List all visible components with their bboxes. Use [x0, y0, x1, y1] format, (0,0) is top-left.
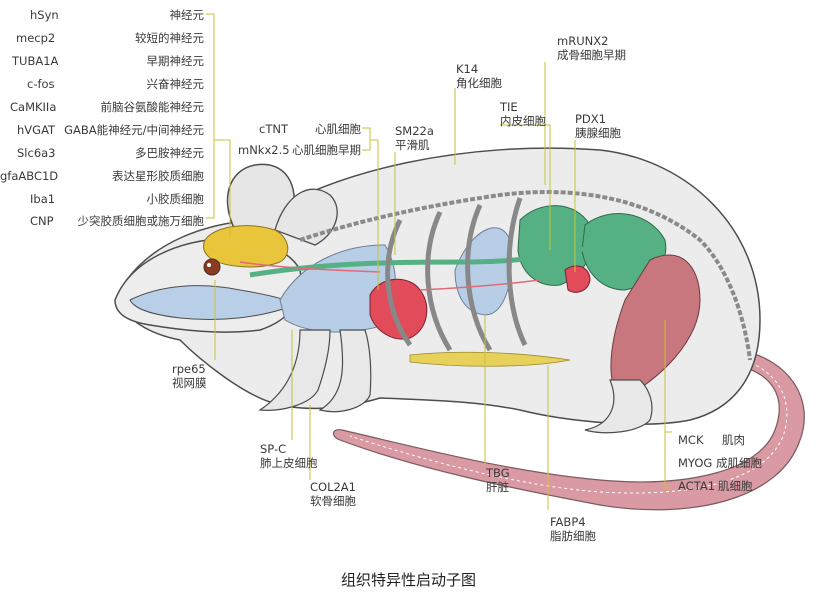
label-k14: K14 角化细胞 — [456, 62, 502, 90]
muscle-cell-label: 肌肉 — [722, 433, 745, 447]
heart-gene-label: mNkx2.5 — [238, 143, 290, 157]
label-spc: SP-C 肺上皮细胞 — [260, 442, 318, 470]
hind-limb-muscle — [610, 254, 701, 401]
gene-name: SM22a — [395, 124, 434, 138]
cell-type: 角化细胞 — [456, 76, 502, 90]
brain-cell-label: 早期神经元 — [146, 54, 205, 68]
brain-cell-label: 小胶质细胞 — [146, 192, 205, 206]
heart-leader — [370, 139, 379, 290]
eye — [203, 258, 221, 276]
gene-name: SP-C — [260, 442, 287, 456]
brain-bracket — [206, 13, 215, 219]
muscle-bracket — [664, 431, 672, 489]
tie-leader — [500, 124, 551, 250]
hind-leg — [584, 379, 653, 434]
label-sm22a: SM22a 平滑肌 — [395, 124, 434, 152]
brain-cell-label: 较短的神经元 — [135, 31, 204, 45]
label-fabp4: FABP4 脂肪细胞 — [550, 515, 596, 543]
gene-name: FABP4 — [550, 515, 586, 529]
brain-gene-label: c-fos — [27, 77, 55, 91]
brain-gene-label: mecp2 — [16, 31, 56, 45]
rib — [385, 218, 413, 347]
gene-name: TIE — [500, 100, 518, 114]
figure-caption: 组织特异性启动子图 — [340, 571, 476, 589]
cell-type: 成骨细胞早期 — [557, 48, 626, 62]
tail-center-line — [349, 357, 788, 494]
brain-gene-label: hSyn — [30, 8, 59, 22]
cell-type: 肝脏 — [486, 480, 509, 494]
heart-cell-label: 心肌细胞 — [315, 122, 361, 136]
muscle-cell-label: 肌细胞 — [718, 479, 753, 493]
brain-leader — [213, 120, 231, 238]
gene-name: TBG — [486, 466, 510, 480]
tail — [332, 349, 805, 511]
gene-name: PDX1 — [575, 112, 606, 126]
rib — [506, 197, 528, 347]
brain-cell-label: 兴奋神经元 — [146, 77, 205, 91]
rib — [465, 203, 493, 352]
label-tbg: TBG 肝脏 — [486, 466, 510, 494]
muscle-gene-label: ACTA1 — [678, 479, 716, 493]
muscle-gene-label: MYOG — [678, 456, 713, 470]
gene-name: COL2A1 — [310, 480, 356, 494]
muscle-gene-label: MCK — [678, 433, 704, 447]
vessel-green — [249, 242, 601, 278]
gene-name: K14 — [456, 62, 479, 76]
eye-highlight — [207, 263, 211, 267]
cell-type: 胰腺细胞 — [575, 126, 621, 140]
label-tie: TIE 内皮细胞 — [500, 100, 546, 128]
brain-gene-label: hVGAT — [17, 123, 56, 137]
cell-type: 平滑肌 — [395, 138, 430, 152]
brain-cell-label: 前脑谷氨酸能神经元 — [100, 100, 205, 114]
brain-cell-label: GABA能神经元/中间神经元 — [64, 123, 204, 137]
pancreas — [564, 265, 591, 293]
brain-gene-label: Iba1 — [30, 192, 56, 206]
cell-type: 肺上皮细胞 — [260, 456, 318, 470]
cell-type: 脂肪细胞 — [550, 529, 596, 543]
brain-gene-label: TUBA1A — [12, 54, 59, 68]
label-col2a1: COL2A1 软骨细胞 — [310, 480, 356, 508]
heart — [369, 278, 428, 340]
brain-gene-label: Slc6a3 — [17, 146, 56, 160]
cell-type: 内皮细胞 — [500, 114, 546, 128]
label-pdx1: PDX1 胰腺细胞 — [575, 112, 621, 140]
brain-gene-label: CNP — [30, 214, 54, 228]
front-leg-2 — [318, 329, 372, 413]
vessel-red — [239, 261, 381, 273]
brain — [202, 225, 289, 268]
brain-gene-label: CaMKIIa — [10, 100, 57, 114]
brain-cell-label: 少突胶质细胞或施万细胞 — [77, 214, 205, 228]
gene-name: rpe65 — [172, 362, 206, 376]
heart-gene-label: cTNT — [259, 122, 288, 136]
label-rpe65: rpe65 视网膜 — [172, 362, 207, 390]
brain-gene-label: gfaABC1D — [0, 169, 59, 183]
brain-cell-label: 神经元 — [169, 8, 205, 22]
vessel-red — [419, 279, 541, 291]
brain-cell-label: 表达星形胶质细胞 — [112, 169, 204, 183]
rib — [425, 210, 453, 352]
cell-type: 视网膜 — [172, 376, 207, 390]
spine — [299, 190, 752, 361]
heart-cell-label: 心肌细胞早期 — [292, 143, 361, 157]
heart-bracket — [362, 127, 371, 151]
fat-strip — [409, 351, 571, 367]
label-runx2: mRUNX2 成骨细胞早期 — [557, 34, 626, 62]
muscle-cell-label: 成肌细胞 — [716, 456, 762, 470]
gene-name: mRUNX2 — [557, 34, 609, 48]
brain-cell-label: 多巴胺神经元 — [135, 146, 204, 160]
cell-type: 软骨细胞 — [310, 494, 356, 508]
leader-lines — [206, 13, 672, 510]
